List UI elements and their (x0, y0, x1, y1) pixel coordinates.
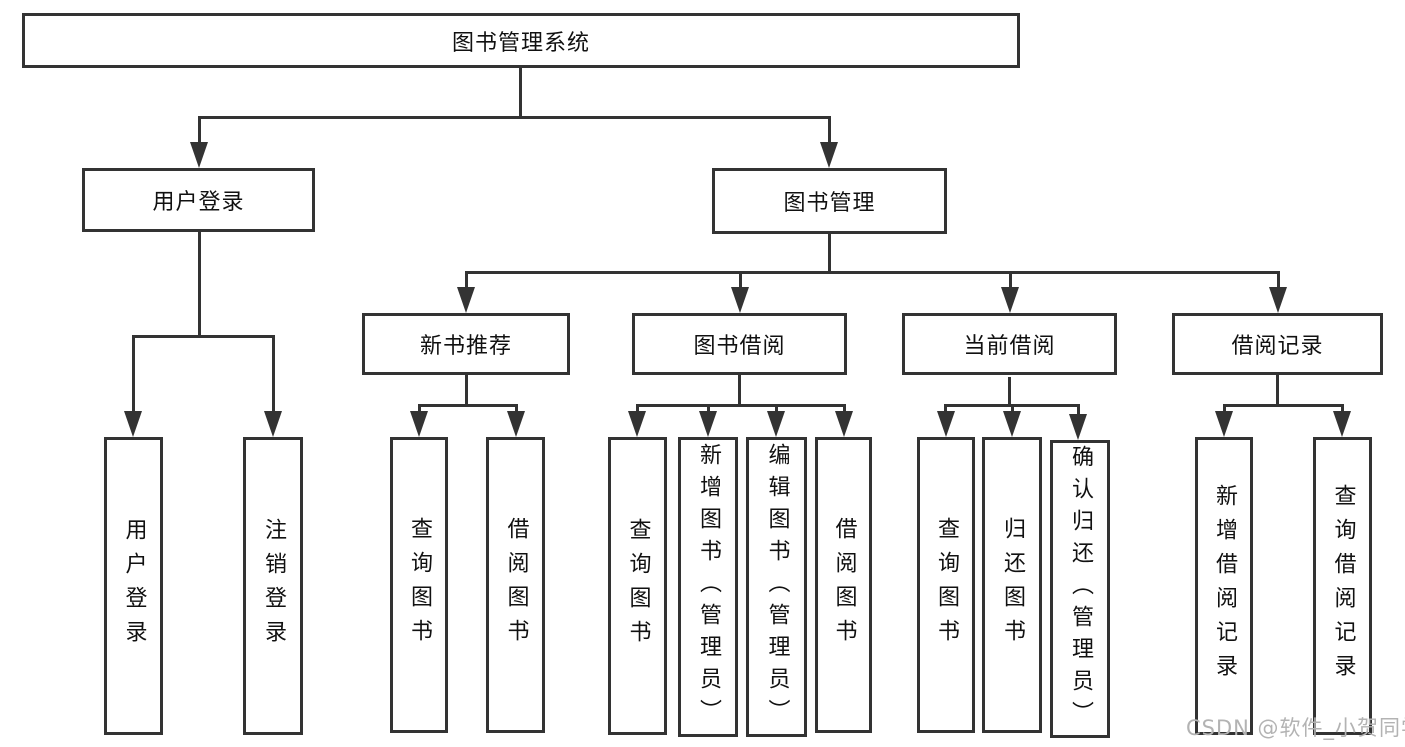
arrowhead-down-icon (507, 411, 525, 437)
connector-line (1223, 404, 1226, 415)
connector-line (828, 116, 831, 144)
arrowhead-down-icon (190, 142, 208, 168)
csdn-watermark: CSDN @软件_小贺同学 (1186, 716, 1405, 740)
connector-line (707, 404, 710, 415)
connector-line (1009, 271, 1012, 291)
connector-line (1223, 404, 1344, 407)
connector-line (1008, 377, 1011, 407)
arrowhead-down-icon (1001, 287, 1019, 313)
connector-line (636, 404, 846, 407)
connector-line (519, 68, 522, 118)
arrowhead-down-icon (1003, 411, 1021, 437)
leaf-add-books-admin: 新增图书（管理员） (678, 437, 738, 737)
arrowhead-down-icon (457, 287, 475, 313)
connector-line (1341, 404, 1344, 415)
connector-line (132, 335, 275, 338)
leaf-query-borrow-record: 查询借阅记录 (1313, 437, 1372, 735)
connector-line (739, 271, 742, 291)
leaf-borrow-books-1: 借阅图书 (486, 437, 545, 733)
leaf-edit-books-admin: 编辑图书（管理员） (746, 437, 807, 737)
arrowhead-down-icon (835, 411, 853, 437)
arrowhead-down-icon (937, 411, 955, 437)
connector-line (198, 116, 201, 148)
node-root: 图书管理系统 (22, 13, 1020, 68)
connector-line (828, 234, 831, 274)
connector-line (465, 271, 1280, 274)
arrowhead-down-icon (628, 411, 646, 437)
connector-line (465, 375, 468, 407)
leaf-query-books-2: 查询图书 (608, 437, 667, 735)
leaf-add-borrow-record: 新增借阅记录 (1195, 437, 1253, 735)
connector-line (775, 404, 778, 415)
node-user-login: 用户登录 (82, 168, 315, 232)
arrowhead-down-icon (1069, 414, 1087, 440)
connector-line (1077, 404, 1080, 418)
connector-line (515, 404, 518, 415)
leaf-query-books-1: 查询图书 (390, 437, 448, 733)
leaf-logout: 注销登录 (243, 437, 303, 735)
connector-line (738, 375, 741, 407)
connector-line (465, 271, 468, 291)
connector-line (944, 404, 947, 415)
node-book-management: 图书管理 (712, 168, 947, 234)
connector-line (132, 335, 135, 415)
connector-line (1011, 404, 1014, 415)
arrowhead-down-icon (1215, 411, 1233, 437)
connector-line (636, 404, 639, 415)
arrowhead-down-icon (264, 411, 282, 437)
leaf-return-books: 归还图书 (982, 437, 1042, 733)
leaf-query-books-3: 查询图书 (917, 437, 975, 733)
connector-line (198, 232, 201, 337)
node-borrow-records: 借阅记录 (1172, 313, 1383, 375)
leaf-borrow-books-2: 借阅图书 (815, 437, 872, 733)
arrowhead-down-icon (410, 411, 428, 437)
connector-line (1277, 271, 1280, 291)
connector-line (1276, 375, 1279, 407)
leaf-user-login: 用户登录 (104, 437, 163, 735)
connector-line (944, 404, 1080, 407)
arrowhead-down-icon (767, 411, 785, 437)
node-book-borrow: 图书借阅 (632, 313, 847, 375)
arrowhead-down-icon (820, 142, 838, 168)
leaf-confirm-return-admin: 确认归还（管理员） (1050, 440, 1110, 738)
connector-line (418, 404, 421, 415)
node-new-book-recommend: 新书推荐 (362, 313, 570, 375)
arrowhead-down-icon (1269, 287, 1287, 313)
node-current-borrow: 当前借阅 (902, 313, 1117, 375)
arrowhead-down-icon (124, 411, 142, 437)
connector-line (198, 116, 831, 119)
arrowhead-down-icon (1333, 411, 1351, 437)
arrowhead-down-icon (731, 287, 749, 313)
connector-line (418, 404, 518, 407)
connector-line (843, 404, 846, 415)
connector-line (272, 335, 275, 415)
arrowhead-down-icon (699, 411, 717, 437)
